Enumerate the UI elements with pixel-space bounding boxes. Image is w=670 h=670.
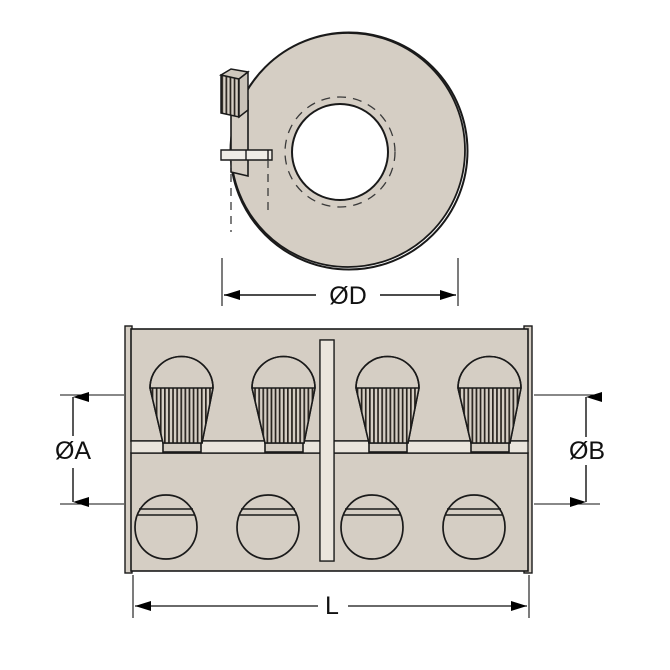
screw-head-side bbox=[238, 70, 249, 119]
hole-3-outline bbox=[340, 494, 404, 560]
dimension-label-b: ØB bbox=[569, 437, 605, 465]
screw-3 bbox=[355, 355, 420, 444]
screw-1-edge bbox=[149, 355, 214, 444]
hole-1-outline bbox=[134, 494, 198, 560]
hole-4 bbox=[442, 494, 506, 560]
screw-2-edge bbox=[251, 355, 316, 444]
dimension-label-l: L bbox=[325, 592, 339, 620]
dimension-length-l: L bbox=[132, 575, 530, 620]
dimension-diameter-d: ØD bbox=[221, 258, 459, 310]
hole-1 bbox=[134, 494, 198, 560]
band-screw-shanks bbox=[162, 441, 510, 453]
screw-2 bbox=[251, 355, 316, 444]
screw-4-edge bbox=[457, 355, 522, 444]
dimension-diameter-a: ØA bbox=[55, 392, 124, 507]
bore-hidden-circle bbox=[284, 96, 396, 208]
hole-2-outline bbox=[236, 494, 300, 560]
screw-3-edge bbox=[355, 355, 420, 444]
collar-bore bbox=[291, 103, 389, 201]
dimension-diameter-b: ØB bbox=[534, 392, 616, 507]
hole-4-outline bbox=[442, 494, 506, 560]
clamp-screw-head bbox=[219, 68, 250, 119]
central-split-slot-overlay bbox=[319, 339, 335, 562]
hole-2 bbox=[236, 494, 300, 560]
dimension-label-b-backing bbox=[558, 437, 616, 465]
screw-head-knurl bbox=[220, 74, 240, 118]
front-view-group bbox=[124, 325, 533, 574]
screw-4 bbox=[457, 355, 522, 444]
screw-1 bbox=[149, 355, 214, 444]
dimension-label-a: ØA bbox=[55, 437, 91, 465]
hole-3 bbox=[340, 494, 404, 560]
end-view-group bbox=[219, 31, 469, 271]
dimension-label-d: ØD bbox=[329, 282, 367, 310]
